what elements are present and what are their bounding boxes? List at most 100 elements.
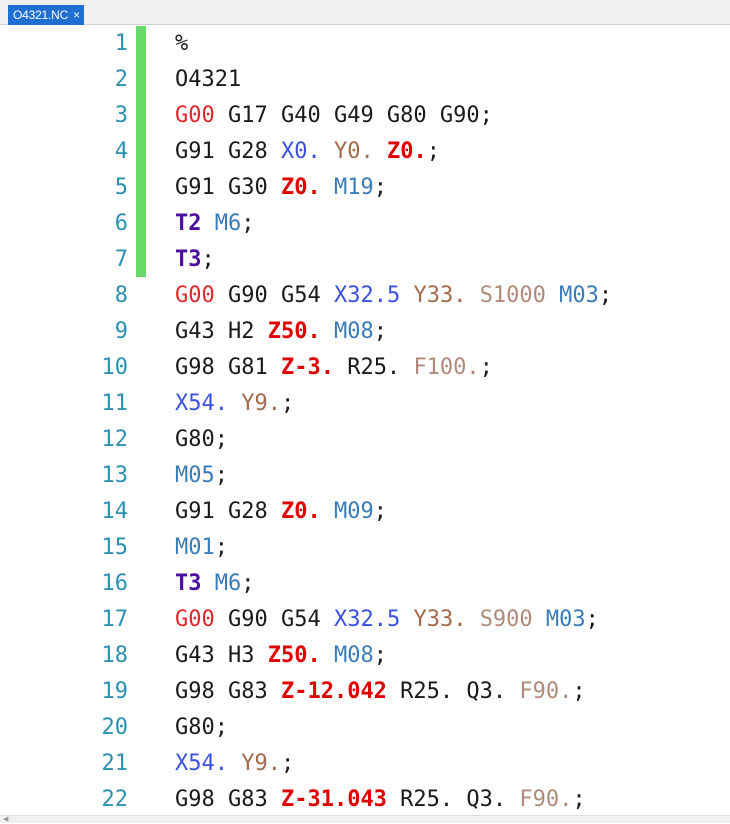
- code-token: G90 G54: [214, 607, 334, 632]
- scroll-left-icon[interactable]: ◀: [3, 816, 9, 823]
- line-number: 20: [101, 715, 129, 740]
- code-line[interactable]: 5 G91 G30 Z0. M19;: [38, 170, 730, 206]
- code-token: M01: [175, 535, 215, 560]
- code-token: [400, 607, 413, 632]
- code-token: G98 G83: [175, 679, 281, 704]
- line-number: 3: [114, 103, 128, 128]
- code-token: X54.: [175, 751, 228, 776]
- code-token: Z50.: [267, 643, 321, 668]
- code-text: G80;: [175, 422, 228, 458]
- code-token: Y9.: [241, 391, 281, 416]
- code-token: G90 G54: [214, 283, 334, 308]
- line-number: 6: [114, 211, 128, 236]
- tab-o4321[interactable]: O4321.NC ×: [8, 5, 85, 25]
- code-token: G00: [175, 283, 215, 308]
- code-token: G98 G81: [175, 355, 281, 380]
- code-token: Z-3.: [280, 355, 334, 380]
- code-token: X32.5: [333, 283, 401, 308]
- code-token: ;: [201, 247, 215, 272]
- code-token: [228, 751, 241, 776]
- code-text: M01;: [175, 530, 228, 566]
- code-token: F90.: [519, 787, 573, 812]
- code-text: G43 H2 Z50. M08;: [175, 314, 387, 350]
- code-token: [400, 283, 413, 308]
- line-number: 19: [101, 679, 129, 704]
- code-line[interactable]: 19 G98 G83 Z-12.042 R25. Q3. F90.;: [38, 674, 730, 710]
- code-token: R25. Q3.: [386, 679, 520, 704]
- close-icon[interactable]: ×: [73, 8, 81, 22]
- code-token: ;: [373, 319, 387, 344]
- code-token: ;: [280, 751, 295, 776]
- code-token: [321, 175, 334, 200]
- line-number: 5: [114, 175, 128, 200]
- code-token: [321, 643, 334, 668]
- code-token: [321, 499, 334, 524]
- code-text: G91 G30 Z0. M19;: [175, 170, 387, 206]
- code-text: G00 G90 G54 X32.5 Y33. S1000 M03;: [175, 278, 612, 314]
- code-line[interactable]: 1%: [38, 26, 730, 62]
- code-text: G98 G83 Z-31.043 R25. Q3. F90.;: [175, 782, 586, 818]
- code-token: ;: [241, 211, 255, 236]
- code-token: G80;: [175, 715, 228, 740]
- code-token: ;: [479, 355, 493, 380]
- code-token: [228, 391, 241, 416]
- code-line[interactable]: 3 G00 G17 G40 G49 G80 G90;: [38, 98, 730, 134]
- code-text: G91 G28 Z0. M09;: [175, 494, 387, 530]
- line-number: 7: [114, 247, 128, 272]
- code-token: [321, 139, 334, 164]
- code-token: [321, 319, 334, 344]
- line-number: 8: [114, 283, 128, 308]
- code-text: X54. Y9.;: [175, 746, 294, 782]
- code-text: G80;: [175, 710, 228, 746]
- code-token: ;: [280, 391, 295, 416]
- horizontal-scrollbar[interactable]: ◀: [0, 815, 730, 823]
- code-token: X0.: [280, 139, 321, 164]
- tab-bar: O4321.NC ×: [0, 0, 730, 25]
- line-number: 9: [114, 319, 128, 344]
- code-line[interactable]: 12 G80;: [38, 422, 730, 458]
- code-line[interactable]: 20 G80;: [38, 710, 730, 746]
- code-token: G80;: [175, 427, 228, 452]
- code-token: Y0.: [333, 139, 374, 164]
- code-token: ;: [214, 463, 228, 488]
- code-text: G98 G83 Z-12.042 R25. Q3. F90.;: [175, 674, 586, 710]
- code-text: O4321: [175, 62, 241, 98]
- code-line[interactable]: 9 G43 H2 Z50. M08;: [38, 314, 730, 350]
- change-marker: [136, 26, 146, 277]
- code-token: Y9.: [241, 751, 281, 776]
- code-text: M05;: [175, 458, 228, 494]
- line-number: 12: [101, 427, 129, 452]
- code-line[interactable]: 2 O4321: [38, 62, 730, 98]
- code-text: G91 G28 X0. Y0. Z0.;: [175, 134, 440, 170]
- code-token: ;: [373, 499, 387, 524]
- code-token: M6: [214, 571, 242, 596]
- code-line[interactable]: 8 G00 G90 G54 X32.5 Y33. S1000 M03;: [38, 278, 730, 314]
- left-margin: [0, 26, 38, 818]
- code-token: ;: [598, 283, 613, 308]
- code-text: G00 G17 G40 G49 G80 G90;: [175, 98, 493, 134]
- line-number: 2: [114, 67, 128, 92]
- code-token: T2: [175, 211, 202, 236]
- code-token: [533, 607, 546, 632]
- code-token: %: [175, 31, 189, 56]
- code-token: Z0.: [386, 139, 427, 164]
- code-text: X54. Y9.;: [175, 386, 294, 422]
- code-token: ;: [426, 139, 440, 164]
- code-token: G00: [175, 103, 215, 128]
- code-token: M08: [333, 319, 374, 344]
- code-token: Z50.: [267, 319, 321, 344]
